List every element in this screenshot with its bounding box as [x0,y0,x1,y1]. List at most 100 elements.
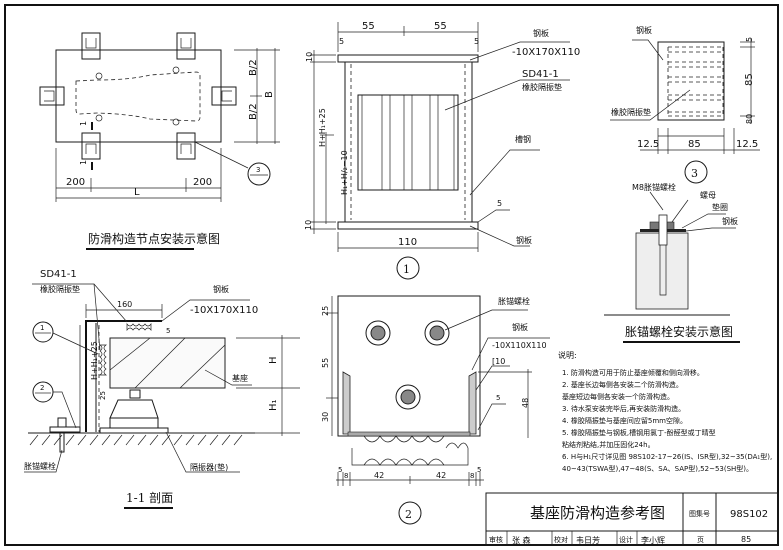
svg-text:页: 页 [697,536,704,544]
svg-text:钢板: 钢板 [512,322,528,332]
svg-text:10: 10 [304,220,313,230]
dim-B-half-top: B/2 [248,59,259,76]
detail-2: 25 55 30 48 5 8 42 42 8 5 胀锚螺栓 钢板 -10X11… [321,295,550,525]
pump-outline [75,71,201,122]
page-number: 85 [741,535,751,544]
svg-text:橡胶隔振垫: 橡胶隔振垫 [522,82,562,92]
detail-3-ref[interactable] [247,162,271,186]
svg-text:-10X110X110: -10X110X110 [492,341,547,350]
svg-text:3: 3 [256,166,260,174]
svg-text:8: 8 [470,472,474,480]
design-signature: 李小辉 [641,535,665,545]
svg-text:2: 2 [40,384,44,392]
node-bottom-left [81,132,101,160]
bolt-3 [395,384,421,410]
svg-text:80: 80 [745,114,754,124]
svg-text:25: 25 [321,306,330,316]
svg-text:1: 1 [40,324,44,332]
bolt-1 [365,320,391,346]
node-left [39,86,65,106]
node-top-right [176,32,196,60]
svg-text:12.5: 12.5 [736,139,758,150]
anchor-title: 胀锚螺栓安装示意图 [625,324,733,339]
svg-text:5: 5 [496,394,500,402]
svg-text:85: 85 [688,139,701,150]
svg-text:5: 5 [474,37,479,46]
svg-text:H+H₁+25: H+H₁+25 [90,341,99,380]
svg-text:垫圈: 垫圈 [712,202,728,212]
dim-B: B [264,91,275,98]
svg-text:胀锚螺栓: 胀锚螺栓 [24,461,56,471]
svg-text:5: 5 [745,37,754,42]
svg-text:校对: 校对 [554,535,568,544]
svg-text:审核: 审核 [489,535,503,544]
svg-text:SD41-1: SD41-1 [40,269,77,280]
top-plate [337,54,479,63]
node-right [211,86,237,106]
note-6: 6. H与H₁尺寸详见图 98S102-17~26(IS、ISR型),32~35… [562,452,772,461]
svg-text:设计: 设计 [619,535,633,544]
svg-text:48: 48 [521,398,530,408]
node-top-left [81,32,101,60]
dim-160: 160 [117,300,132,309]
svg-text:30: 30 [321,412,330,422]
svg-text:钢板: 钢板 [516,235,532,245]
svg-text:SD41-1: SD41-1 [522,69,559,80]
dim-partial-height: H₁+H/₂−10 [340,150,349,195]
svg-text:钢板: 钢板 [533,28,549,38]
note-3: 3. 待水泵安装完毕后,再安装防滑构造。 [562,404,685,413]
svg-text:5: 5 [338,466,342,474]
section-mark-bottom: 1 [79,160,88,165]
svg-text:10: 10 [305,52,314,62]
svg-text:H: H [268,356,279,364]
svg-text:5: 5 [477,466,481,474]
svg-text:隔振器(垫): 隔振器(垫) [190,462,228,472]
svg-text:12.5: 12.5 [637,139,659,150]
sheet-border [4,4,779,546]
svg-text:钢板: 钢板 [636,25,652,35]
check-signature: 韦日芳 [576,535,600,545]
svg-text:-10X170X110: -10X170X110 [190,305,258,316]
anchor-detail: M8胀锚螺栓 螺母 垫圈 钢板 胀锚螺栓安装示意图 [604,182,740,343]
detail-1: 55 55 5 5 10 10 H+H₁+25 H₁+H/₂−10 110 钢板… [304,21,580,280]
notes: 说明: 1. 防滑构造可用于防止基座倾覆和侧向滑移。 2. 基座长边每侧各安装二… [558,350,772,473]
detail-1-marker [396,256,420,280]
plan-title: 防滑构造节点安装示意图 [88,231,220,246]
svg-text:42: 42 [436,471,446,480]
base-outline [55,49,222,143]
section-mark-top: 1 [79,121,88,126]
notes-heading: 说明: [558,350,577,360]
svg-text:H₁: H₁ [268,399,279,411]
svg-text:基座: 基座 [232,373,248,383]
svg-text:25: 25 [99,391,107,400]
svg-text:55: 55 [321,358,330,368]
svg-text:M8胀锚螺栓: M8胀锚螺栓 [632,182,676,192]
detail-3-marker [684,160,708,184]
dim-B-half-bottom: B/2 [248,103,259,120]
svg-text:图集号: 图集号 [689,509,710,518]
svg-text:5: 5 [339,37,344,46]
rubber-pad [357,94,459,191]
svg-text:42: 42 [374,471,384,480]
dim-200-right: 200 [193,177,212,188]
svg-text:橡胶隔振垫: 橡胶隔振垫 [611,107,651,117]
dim-55-left: 55 [362,21,375,32]
svg-text:胀锚螺栓: 胀锚螺栓 [498,296,530,306]
section-title: 1-1 剖面 [126,491,173,505]
note-2: 2. 基座长边每侧各安装二个防滑构造。 [562,380,683,389]
ref-1[interactable] [32,321,54,343]
review-signature: 张 森 [512,535,531,545]
note-1: 1. 防滑构造可用于防止基座倾覆和侧向滑移。 [562,368,704,377]
detail-2-marker [398,501,422,525]
node-bottom-right [176,132,196,160]
svg-text:2: 2 [405,508,412,521]
note-5: 5. 橡胶隔振垫与钢板,槽钢用氯丁-酚醛型或丁晴型 [562,428,716,437]
bolt-2 [424,320,450,346]
svg-text:橡胶隔振垫: 橡胶隔振垫 [40,284,80,294]
plan-view: 1 1 3 200 200 L B/2 B/2 B 防滑构造节点安装示意图 [39,32,280,250]
section-1-1: 160 5 H+H₁+25 25 H H₁ SD41-1 橡胶隔振垫 钢板 -1… [24,269,300,509]
detail-3: 钢板 橡胶隔振垫 5 85 80 12.5 85 12.5 3 [610,25,760,184]
dim-200-left: 200 [66,177,85,188]
svg-text:8: 8 [344,472,348,480]
